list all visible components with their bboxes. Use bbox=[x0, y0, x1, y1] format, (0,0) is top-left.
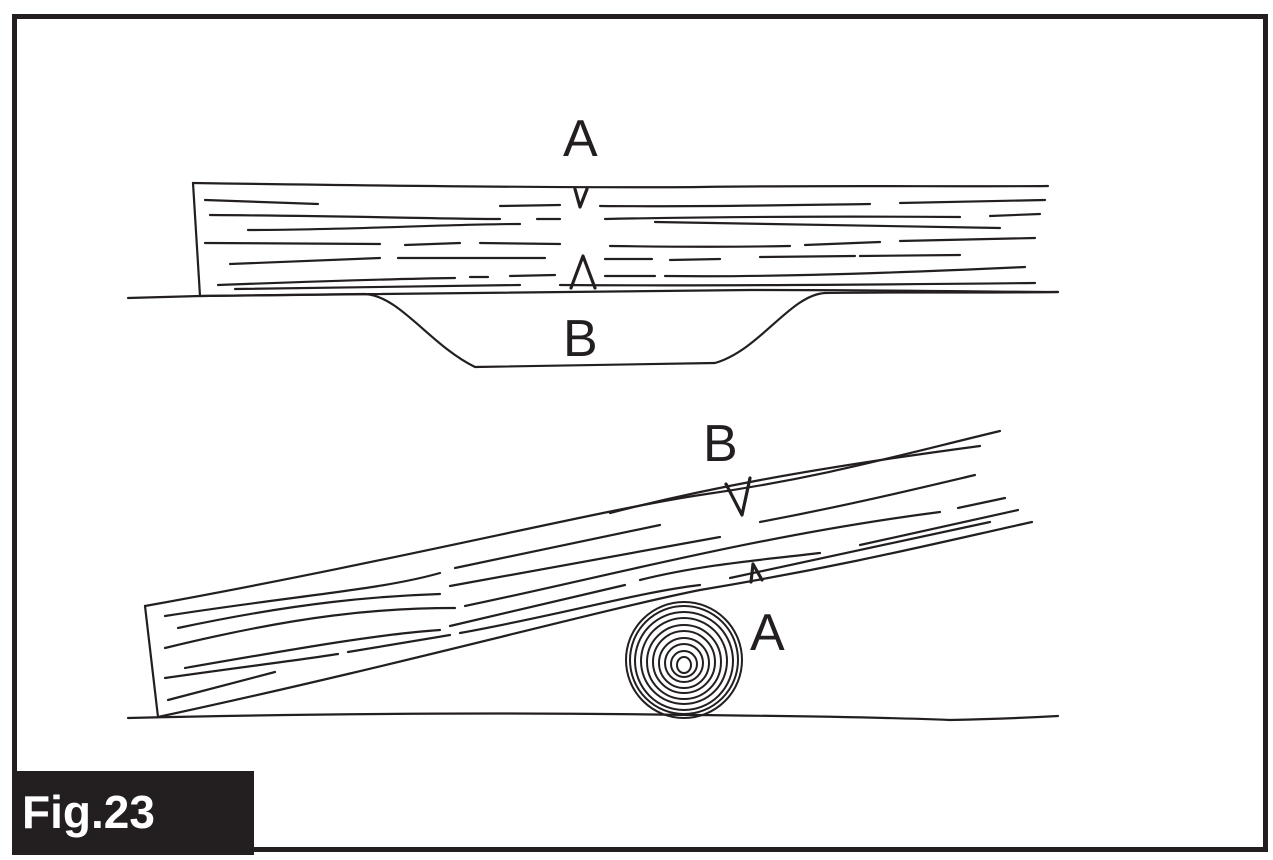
bottom-arrows bbox=[724, 476, 764, 584]
bottom-label-b: B bbox=[703, 415, 738, 473]
bottom-label-a: A bbox=[750, 604, 785, 662]
bottom-ground bbox=[126, 712, 1060, 722]
bottom-plank bbox=[143, 429, 1034, 719]
top-label-a: A bbox=[563, 110, 598, 168]
log-rings bbox=[625, 601, 743, 719]
top-ground bbox=[126, 290, 1060, 369]
figure-frame bbox=[12, 14, 1268, 852]
figure-label: Fig.23 bbox=[22, 786, 155, 838]
top-label-b: B bbox=[563, 310, 598, 368]
top-arrows bbox=[569, 187, 597, 290]
figure-label-badge bbox=[12, 771, 254, 855]
top-plank bbox=[191, 181, 1060, 298]
